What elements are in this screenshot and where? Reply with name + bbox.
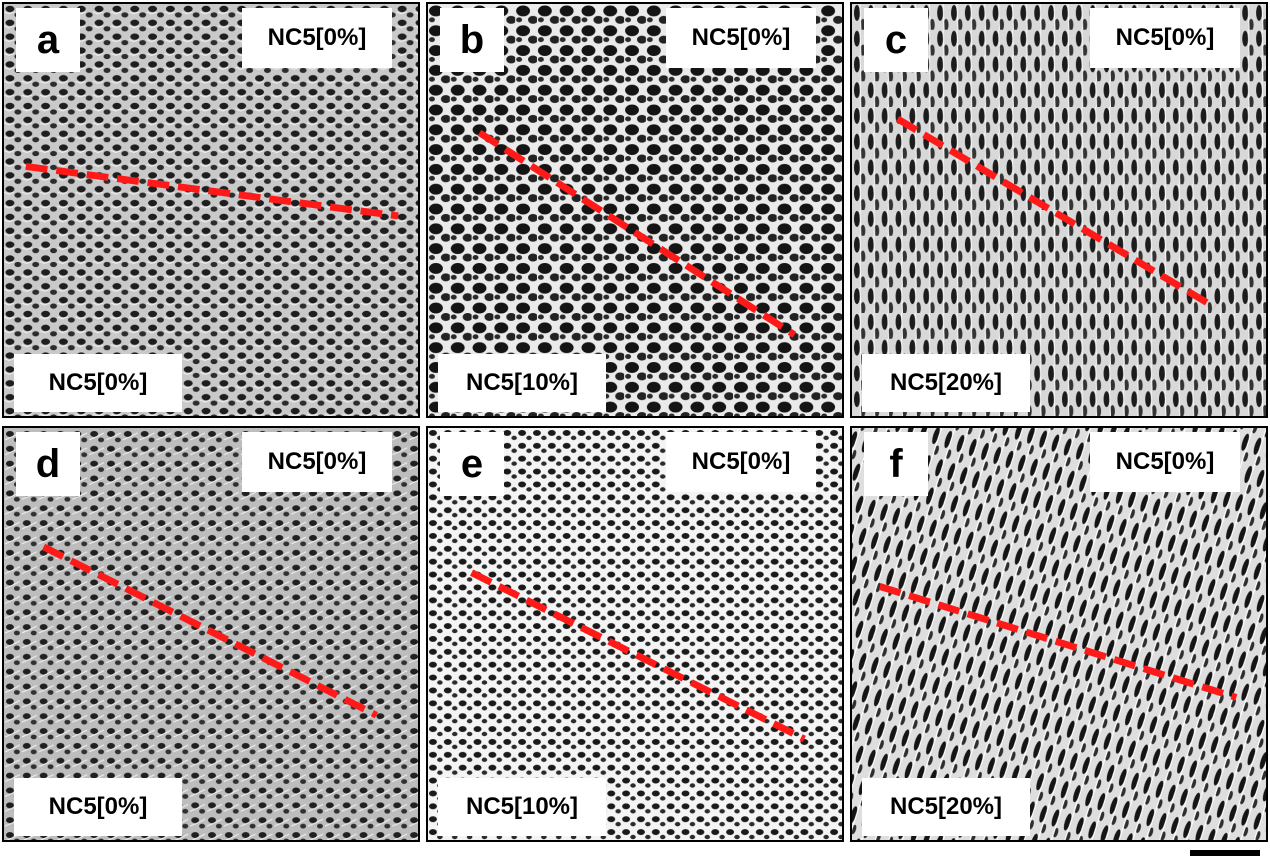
panel-letter: f (864, 432, 928, 496)
interface-line-f (878, 583, 1238, 701)
bottom-sample-label: NC5[0%] (14, 354, 182, 412)
panel-letter: e (440, 432, 504, 496)
bottom-sample-label: NC5[20%] (862, 354, 1030, 412)
sem-image-c (852, 4, 1266, 416)
scale-bar (1190, 850, 1260, 856)
bottom-sample-label: NC5[10%] (438, 778, 606, 836)
panel-letter: d (16, 432, 80, 496)
sem-image-e (428, 428, 842, 840)
panel-f: f NC5[0%] NC5[20%] (850, 426, 1268, 842)
bottom-sample-label: NC5[10%] (438, 354, 606, 412)
panel-a: a NC5[0%] NC5[0%] (2, 2, 420, 418)
panel-letter: c (864, 8, 928, 72)
top-sample-label: NC5[0%] (666, 432, 816, 492)
bottom-sample-label: NC5[0%] (14, 778, 182, 836)
top-sample-label: NC5[0%] (1090, 8, 1240, 68)
top-sample-label: NC5[0%] (242, 8, 392, 68)
panel-d: d NC5[0%] NC5[0%] (2, 426, 420, 842)
top-sample-label: NC5[0%] (242, 432, 392, 492)
interface-line-b (477, 129, 797, 338)
interface-line-d (42, 543, 378, 719)
top-sample-label: NC5[0%] (666, 8, 816, 68)
bottom-sample-label: NC5[20%] (862, 778, 1030, 836)
panel-b: b NC5[0%] NC5[10%] (426, 2, 844, 418)
panel-e: e NC5[0%] NC5[10%] (426, 426, 844, 842)
panel-letter: a (16, 8, 80, 72)
panel-letter: b (440, 8, 504, 72)
panel-c: c NC5[0%] NC5[20%] (850, 2, 1268, 418)
top-sample-label: NC5[0%] (1090, 432, 1240, 492)
interface-line-a (25, 162, 399, 220)
sem-image-b (428, 4, 842, 416)
sem-image-f (852, 428, 1266, 840)
interface-line-e (470, 569, 806, 743)
interface-line-c (895, 115, 1217, 311)
